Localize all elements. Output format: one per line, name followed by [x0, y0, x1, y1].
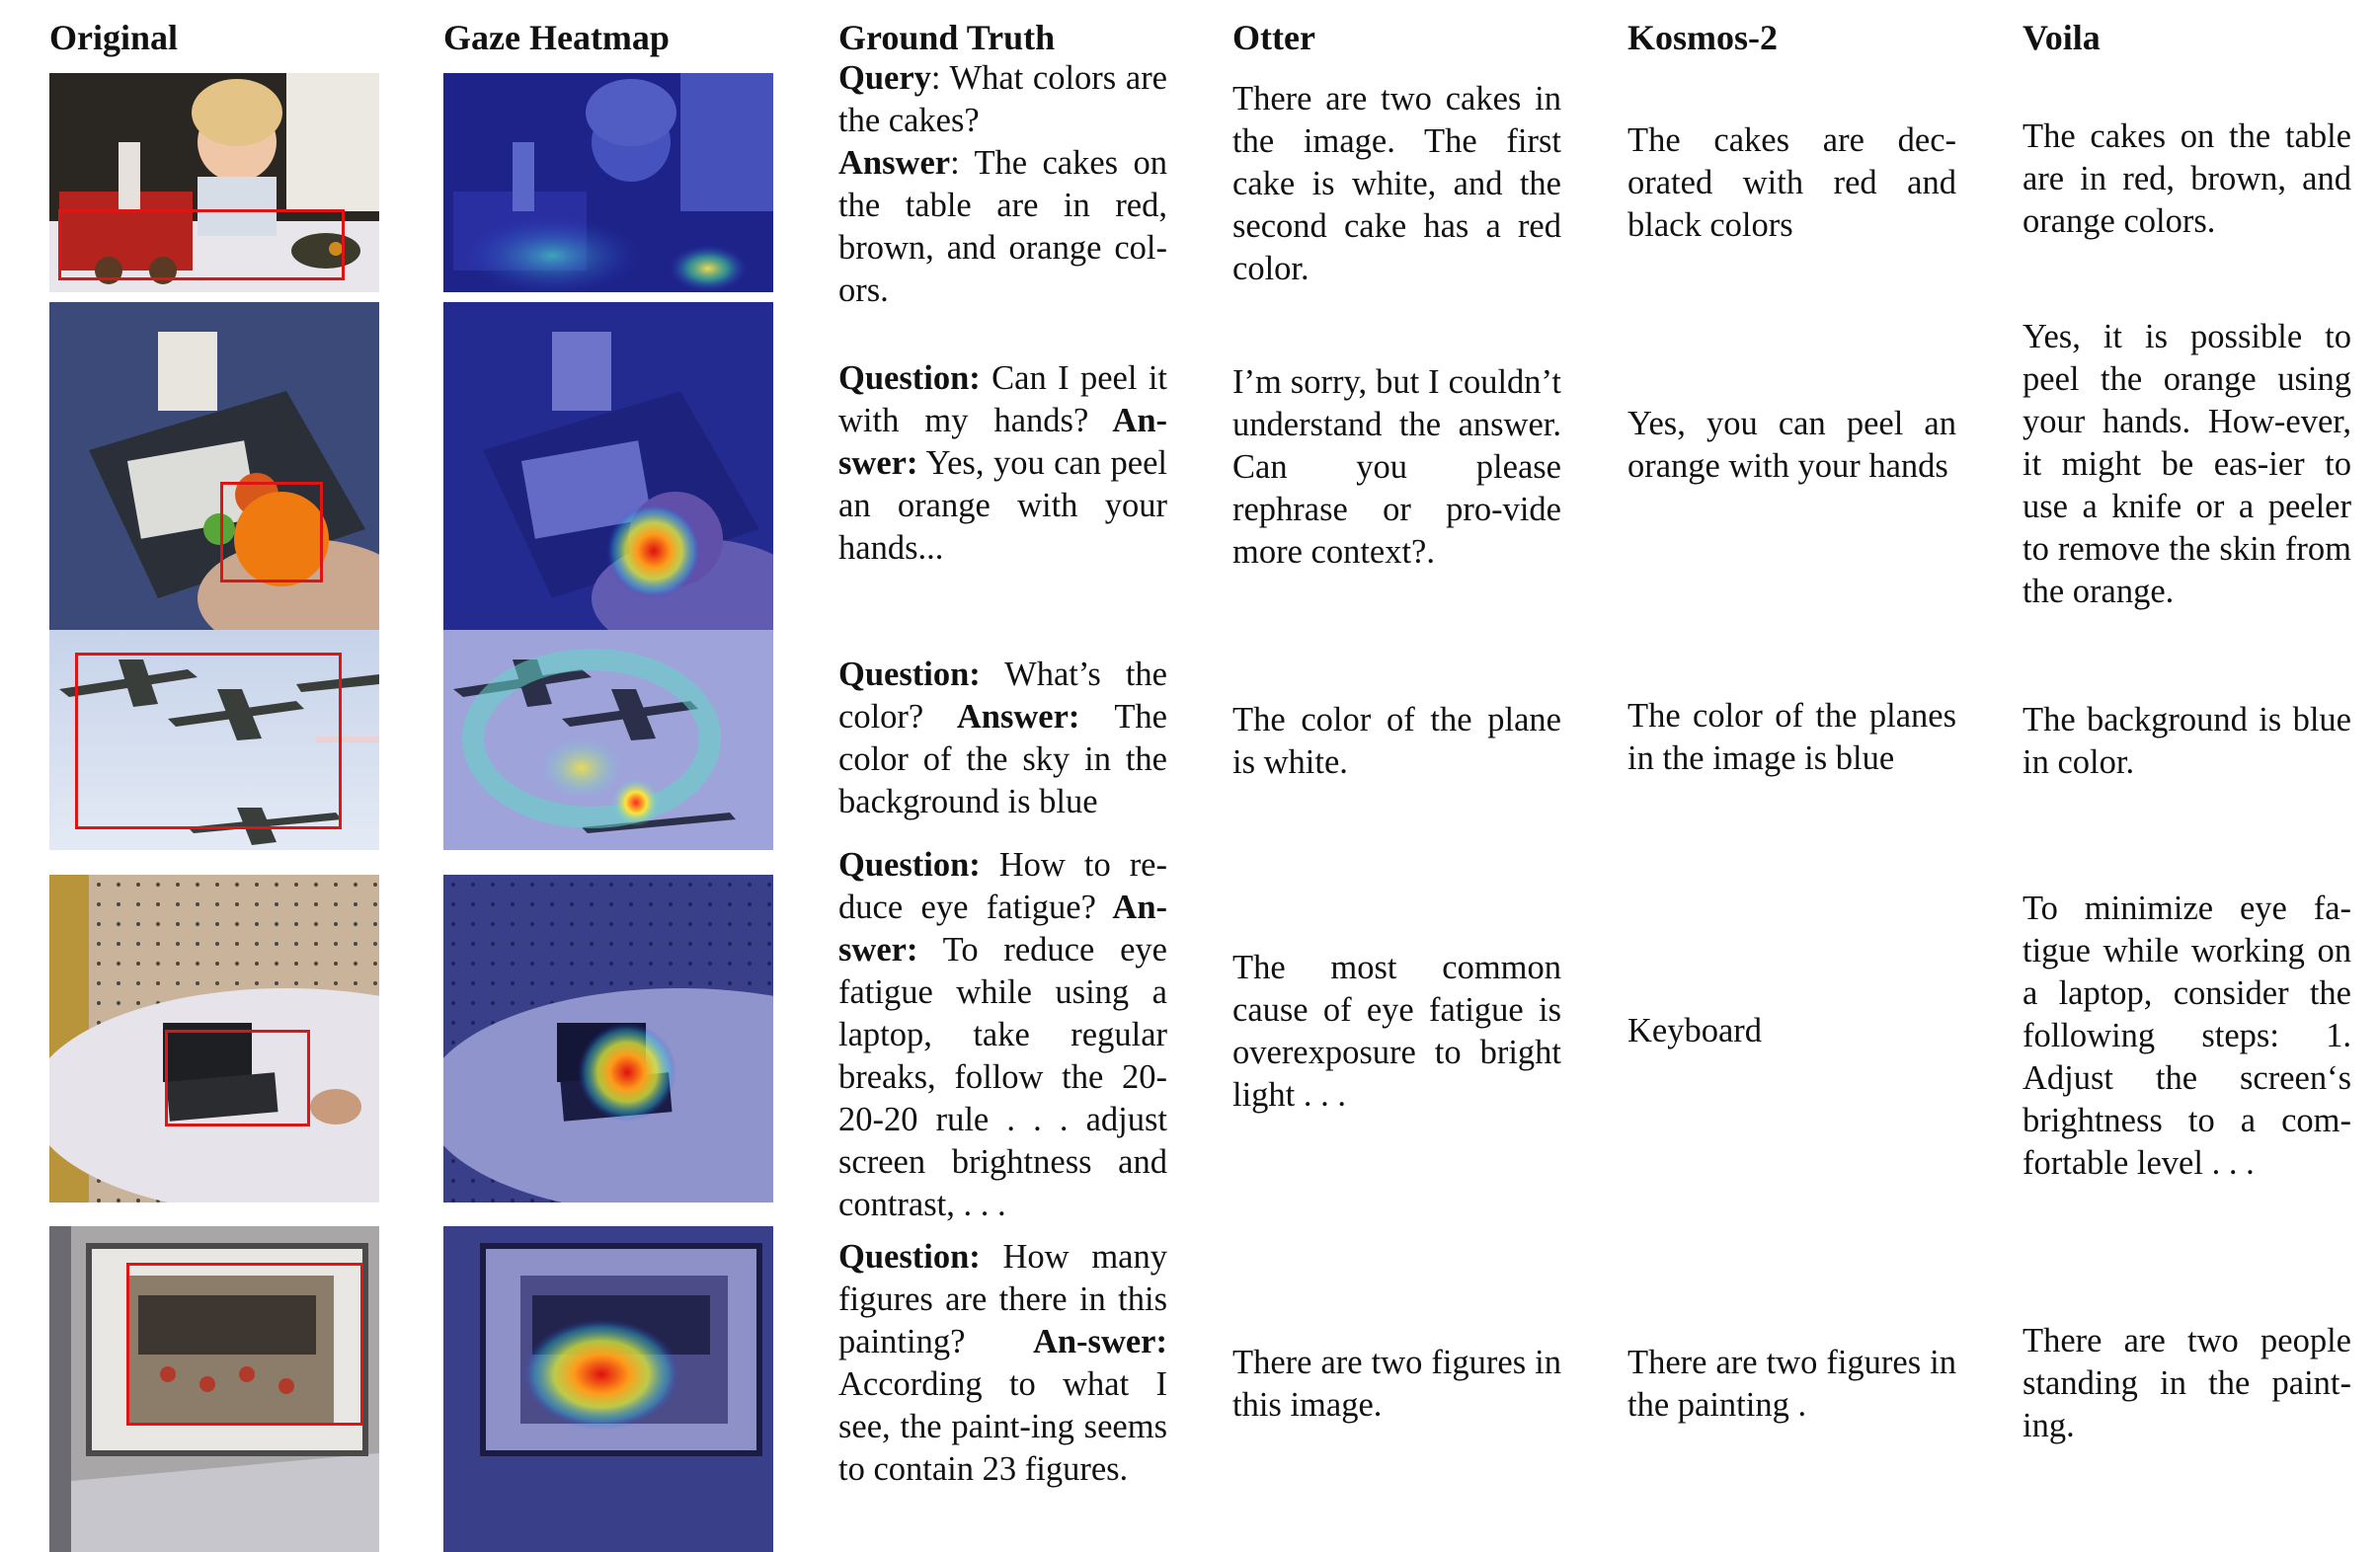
otter-cell-row4: The most common cause of eye fatigue is … [1232, 949, 1561, 1114]
voila-cell-row4: To minimize eye fa-tigue while working o… [2023, 890, 2351, 1182]
original-image-planes [49, 630, 379, 850]
voila-cell-row1: The cakes on the table are in red, brown… [2023, 117, 2351, 240]
original-image-cakes [49, 73, 379, 292]
gaze-heatmap-planes [443, 630, 773, 850]
bounding-box [220, 482, 323, 582]
bounding-box [75, 653, 342, 829]
voila-cell-row2: Yes, it is possible to peel the orange u… [2023, 318, 2351, 610]
gaze-heatmap-laptop [443, 875, 773, 1203]
otter-cell-row5: There are two figures in this image. [1232, 1344, 1561, 1424]
header-ground-truth: Ground Truth [838, 18, 1056, 57]
gt-cell-row3: Question: What’s the color? Answer: The … [838, 656, 1167, 820]
header-otter: Otter [1232, 18, 1315, 57]
original-image-orange [49, 302, 379, 630]
kosmos-cell-row2: Yes, you can peel an orange with your ha… [1627, 405, 1956, 485]
gt-cell-row4: Question: How to re-duce eye fatigue? An… [838, 846, 1167, 1223]
gt-cell-row2: Question: Can I peel it with my hands? A… [838, 359, 1167, 567]
voila-cell-row5: There are two people standing in the pai… [2023, 1322, 2351, 1444]
kosmos-cell-row3: The color of the planes in the image is … [1627, 697, 1956, 777]
otter-cell-row1: There are two cakes in the image. The fi… [1232, 80, 1561, 287]
kosmos-cell-row5: There are two figures in the painting . [1627, 1344, 1956, 1424]
header-gaze-heatmap: Gaze Heatmap [443, 18, 670, 57]
voila-cell-row3: The background is blue in color. [2023, 701, 2351, 781]
gt-cell-row5: Question: How many figures are there in … [838, 1238, 1167, 1488]
original-image-laptop [49, 875, 379, 1203]
gt-cell-row1: Query: What colors are the cakes? Answer… [838, 59, 1167, 309]
gaze-heatmap-orange [443, 302, 773, 630]
bounding-box [58, 209, 345, 280]
bounding-box [165, 1030, 310, 1126]
header-original: Original [49, 18, 179, 57]
otter-cell-row3: The color of the plane is white. [1232, 701, 1561, 781]
gaze-heatmap-painting [443, 1226, 773, 1552]
otter-cell-row2: I’m sorry, but I couldn’t understand the… [1232, 363, 1561, 571]
original-image-painting [49, 1226, 379, 1552]
gaze-heatmap-cakes [443, 73, 773, 292]
header-voila: Voila [2023, 18, 2101, 57]
kosmos-cell-row1: The cakes are dec-orated with red and bl… [1627, 121, 1956, 244]
kosmos-cell-row4: Keyboard [1627, 1012, 1763, 1049]
header-kosmos: Kosmos-2 [1627, 18, 1778, 57]
bounding-box [126, 1263, 363, 1426]
